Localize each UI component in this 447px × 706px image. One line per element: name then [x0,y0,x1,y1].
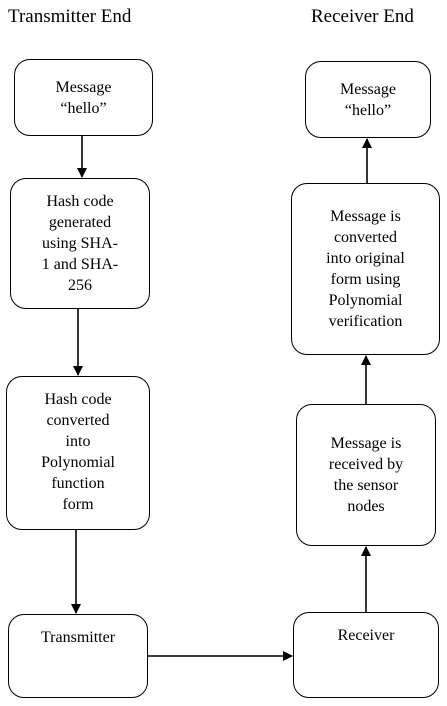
receiver-box: Receiver [293,612,439,698]
message-hello-label: Message “hello” [55,78,112,117]
message-hello-box-transmitter: Message “hello” [14,59,153,136]
polynomial-verification-label: Message is converted into original form … [326,208,405,330]
receiver-label: Receiver [337,627,395,644]
polynomial-conversion-box: Hash code converted into Polynomial func… [6,376,150,530]
receiver-end-heading: Receiver End [311,6,414,27]
message-received-box: Message is received by the sensor nodes [296,404,436,546]
transmitter-end-heading: Transmitter End [8,6,132,27]
transmitter-label: Transmitter [40,629,116,646]
transmitter-box: Transmitter [8,614,148,698]
message-received-label: Message is received by the sensor nodes [328,435,404,515]
message-hello-box-receiver: Message “hello” [305,61,431,138]
polynomial-conversion-label: Hash code converted into Polynomial func… [41,391,115,513]
hash-code-generation-box: Hash code generated using SHA- 1 and SHA… [10,178,150,309]
polynomial-verification-box: Message is converted into original form … [291,183,440,355]
message-hello-label: Message “hello” [340,80,396,119]
hash-code-generation-label: Hash code generated using SHA- 1 and SHA… [41,193,119,294]
